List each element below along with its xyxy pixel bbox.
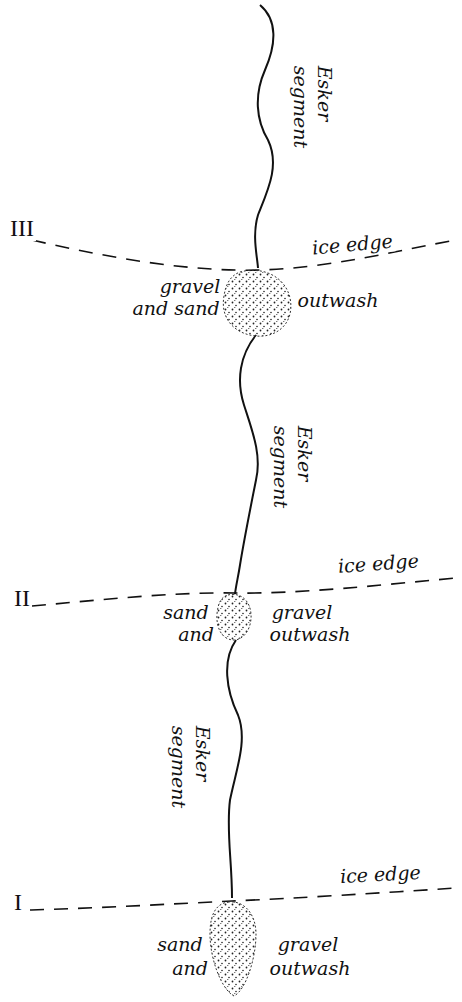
deposit-label: gravel	[158, 276, 223, 297]
stage-number: III	[8, 215, 36, 241]
outwash-fan	[217, 594, 251, 640]
esker-label: Esker segment	[166, 724, 214, 816]
ice-edge-label: ice edge	[309, 230, 395, 258]
deposit-label: gravel	[270, 602, 335, 623]
stage-number: I	[12, 889, 24, 915]
deposit-label: outwash	[268, 624, 353, 645]
stage-number: II	[12, 585, 32, 611]
esker-label: Esker segment	[268, 424, 316, 516]
deposit-label: gravel	[276, 934, 341, 955]
deposit-label: sand	[161, 602, 210, 623]
ice-edge-label: ice edge	[337, 861, 423, 886]
deposit-label: and	[170, 958, 210, 979]
deposit-label: outwash	[268, 958, 353, 979]
esker-line	[235, 335, 258, 594]
deposit-label: outwash	[296, 290, 381, 311]
outwash-fan	[223, 270, 291, 336]
deposit-label: and	[176, 624, 216, 645]
esker-line	[227, 640, 242, 898]
deposit-label: sand	[155, 934, 204, 955]
esker-line	[255, 5, 273, 268]
ice-edge-label: ice edge	[335, 550, 421, 577]
outwash-fan	[210, 902, 256, 996]
deposit-label: and sand	[130, 298, 221, 319]
esker-label: Esker segment	[288, 64, 336, 156]
